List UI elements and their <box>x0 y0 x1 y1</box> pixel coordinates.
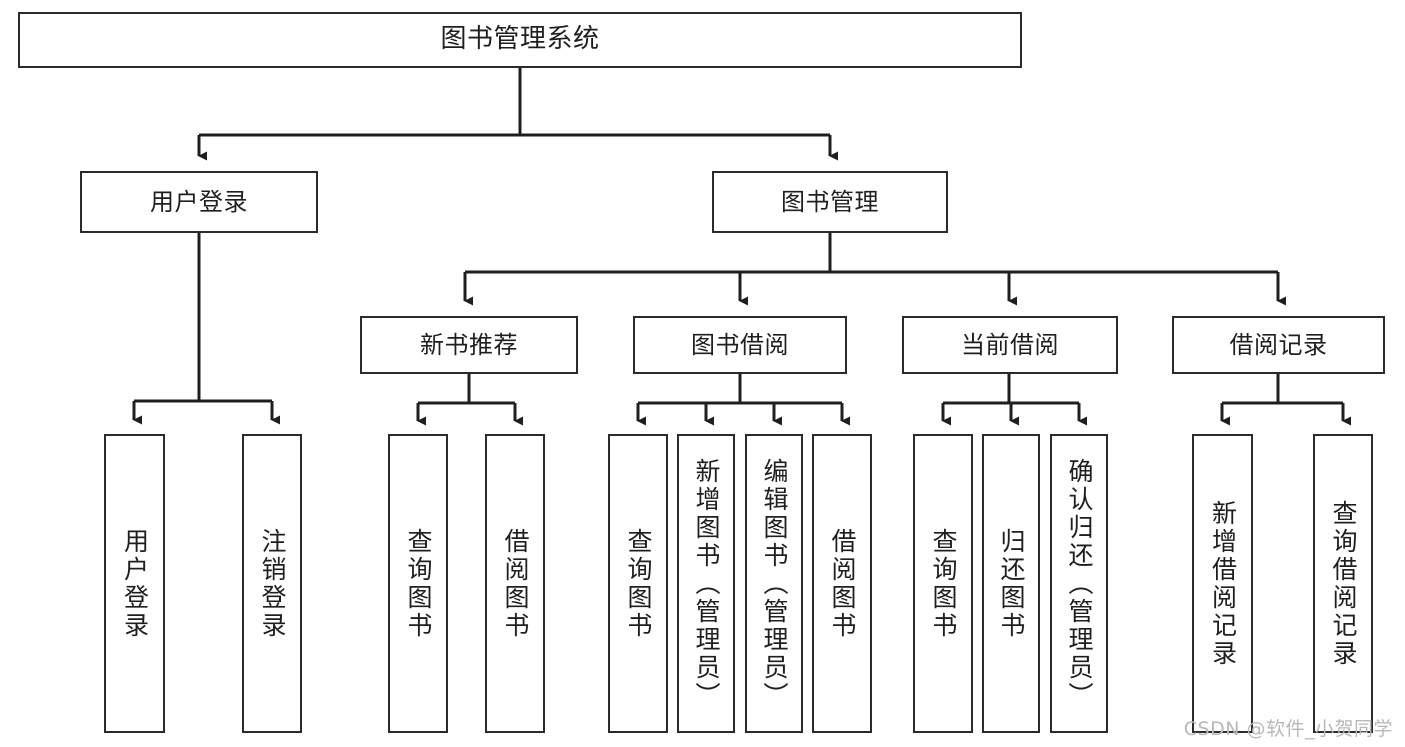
node-label: 新书推荐 <box>420 330 518 359</box>
node-leaf-return-book[interactable]: 归还图书 <box>982 434 1040 733</box>
node-leaf-borrow-book-recommend[interactable]: 借阅图书 <box>485 434 545 733</box>
node-book-borrow[interactable]: 图书借阅 <box>633 316 847 374</box>
node-leaf-add-borrow-record[interactable]: 新增借阅记录 <box>1192 434 1253 733</box>
node-label: 确认归还（管理员） <box>1065 457 1094 710</box>
node-label: 当前借阅 <box>961 330 1059 359</box>
node-user-login[interactable]: 用户登录 <box>80 171 318 233</box>
node-label: 用户登录 <box>120 527 150 640</box>
node-leaf-confirm-return-admin[interactable]: 确认归还（管理员） <box>1050 434 1108 733</box>
node-label: 查询图书 <box>929 527 958 640</box>
node-leaf-add-book-admin[interactable]: 新增图书（管理员） <box>677 434 735 733</box>
node-label: 注销登录 <box>258 527 287 640</box>
node-leaf-edit-book-admin[interactable]: 编辑图书（管理员） <box>745 434 803 733</box>
node-label: 图书管理 <box>781 187 879 216</box>
node-book-management-system[interactable]: 图书管理系统 <box>18 12 1022 68</box>
node-label: 图书管理系统 <box>440 24 600 55</box>
node-label: 查询图书 <box>624 527 653 640</box>
node-label: 查询图书 <box>404 527 433 640</box>
node-leaf-query-book-borrow[interactable]: 查询图书 <box>608 434 668 733</box>
node-leaf-query-book-recommend[interactable]: 查询图书 <box>388 434 448 733</box>
node-new-book-recommend[interactable]: 新书推荐 <box>360 316 578 374</box>
node-leaf-borrow-book[interactable]: 借阅图书 <box>812 434 872 733</box>
node-leaf-user-login[interactable]: 用户登录 <box>104 434 165 733</box>
node-label: 新增借阅记录 <box>1208 499 1238 668</box>
node-label: 用户登录 <box>150 187 248 216</box>
node-label: 归还图书 <box>997 527 1026 640</box>
node-leaf-query-book-current[interactable]: 查询图书 <box>913 434 973 733</box>
node-borrow-record[interactable]: 借阅记录 <box>1172 316 1385 374</box>
node-label: 借阅图书 <box>501 527 530 640</box>
csdn-watermark: CSDN @软件_小贺同学 <box>1183 718 1393 740</box>
node-label: 借阅图书 <box>828 527 857 640</box>
node-leaf-query-borrow-record[interactable]: 查询借阅记录 <box>1313 434 1373 733</box>
node-current-borrow[interactable]: 当前借阅 <box>902 316 1118 374</box>
node-label: 查询借阅记录 <box>1329 499 1358 668</box>
node-label: 新增图书（管理员） <box>692 457 721 710</box>
node-label: 借阅记录 <box>1229 330 1328 359</box>
node-label: 图书借阅 <box>691 330 789 359</box>
node-label: 编辑图书（管理员） <box>760 457 789 710</box>
node-leaf-logout-login[interactable]: 注销登录 <box>242 434 302 733</box>
node-book-management[interactable]: 图书管理 <box>712 171 948 233</box>
